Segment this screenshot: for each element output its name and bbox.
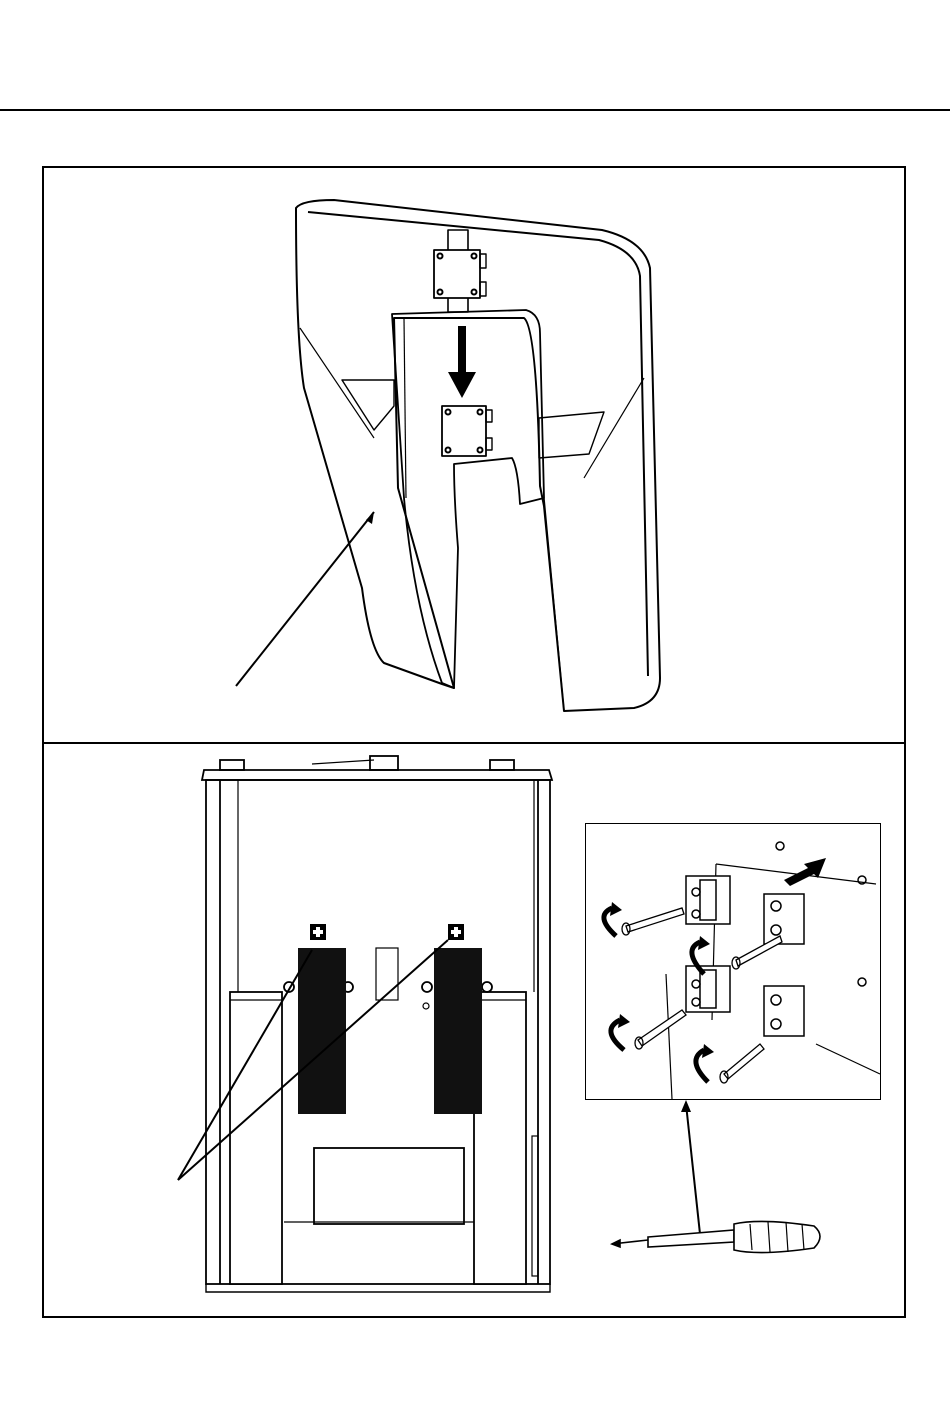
seat-panel-outline [392,310,544,688]
screwdriver [612,1221,820,1252]
plus-marker-left [310,924,326,940]
speaker-panel-right [434,948,482,1114]
control-strip [376,948,398,1000]
mounting-bracket-lower [442,406,492,456]
mounting-bracket-upper [434,230,486,312]
speaker-panel-left [298,948,346,1114]
hinge-detail-inset [585,823,881,1100]
bottom-recess [314,1148,464,1224]
inset-leader [686,1104,700,1234]
side-column-left [230,992,282,1284]
backrest-assembly-drawing [44,168,906,744]
push-arrow [784,858,826,886]
cabinet-top-cap [202,770,552,780]
header-rule [0,109,950,111]
insert-arrow [448,326,476,398]
plus-marker-right [448,924,464,940]
hinge-detail-drawing [586,824,880,1099]
assembly-step-top-panel [42,166,906,744]
callout-leader-top [236,512,374,686]
